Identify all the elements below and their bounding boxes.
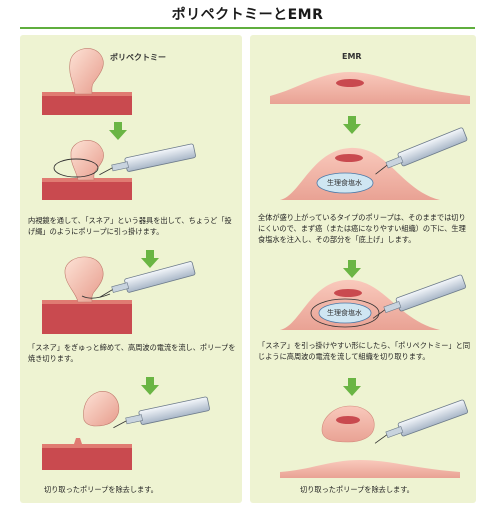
arrow-down-icon bbox=[343, 116, 361, 134]
polyp-step-2 bbox=[42, 140, 197, 200]
emr-step-2 bbox=[280, 126, 468, 200]
emr-caption-3: 切り取ったポリープを除去します。 bbox=[300, 485, 414, 494]
saline-label: 生理食塩水 bbox=[327, 179, 362, 187]
polyp-step-4 bbox=[42, 391, 211, 470]
page-title: ポリペクトミーとEMR bbox=[171, 7, 324, 23]
arrow-down-icon bbox=[343, 260, 361, 278]
emr-step-4 bbox=[280, 399, 469, 478]
polypectomy-caption-2: 「スネア」をぎゅっと締めて、高周波の電流を流し、ポリープを焼き切ります。 bbox=[28, 343, 236, 363]
arrow-down-icon bbox=[109, 122, 127, 140]
emr-caption-1: 全体が盛り上がっているタイプのポリープは、そのままでは切りにくいので、まず癌（ま… bbox=[258, 213, 466, 244]
emr-caption-2: 「スネア」を引っ掛けやすい形にしたら、「ポリペクトミー」と同じように高周波の電流… bbox=[258, 341, 471, 361]
saline-label: 生理食塩水 bbox=[327, 309, 362, 317]
polypectomy-caption-1: 内視鏡を通して、「スネア」という器具を出して、ちょうど「投げ縄」のようにポリープ… bbox=[28, 216, 232, 236]
emr-step-3 bbox=[280, 274, 467, 330]
polypectomy-caption-3: 切り取ったポリープを除去します。 bbox=[44, 485, 158, 494]
polyp-step-1 bbox=[42, 48, 132, 115]
emr-step-1 bbox=[270, 72, 470, 104]
emr-heading: EMR bbox=[342, 52, 362, 61]
arrow-down-icon bbox=[343, 378, 361, 396]
title-underline bbox=[20, 27, 475, 29]
polyp-step-3 bbox=[42, 256, 196, 334]
polypectomy-heading: ポリペクトミー bbox=[110, 53, 166, 62]
arrow-down-icon bbox=[141, 250, 159, 268]
arrow-down-icon bbox=[141, 377, 159, 395]
